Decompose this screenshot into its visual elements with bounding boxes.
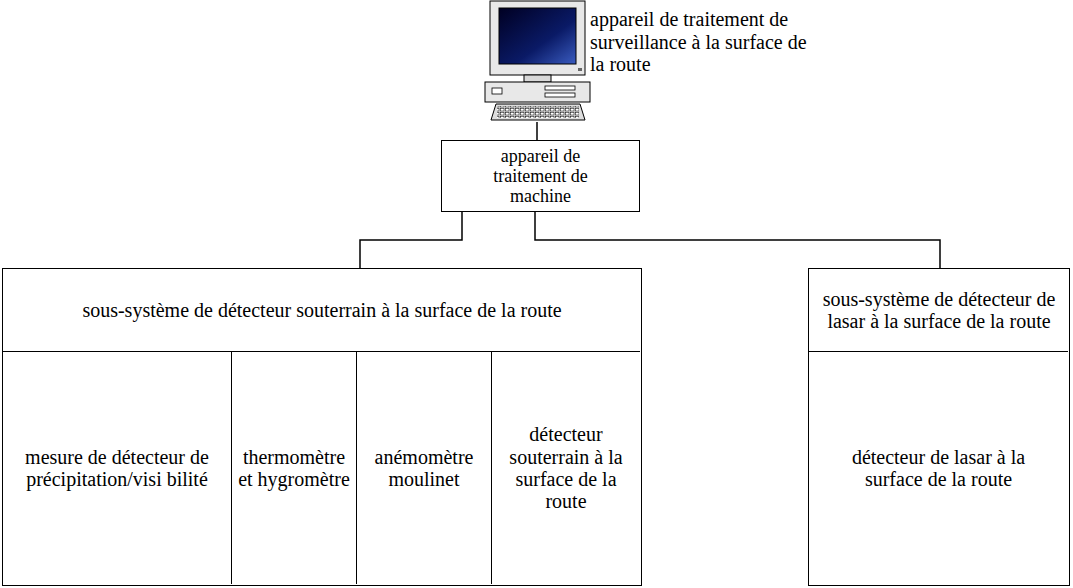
process-box: appareil de traitement de machine [441, 140, 640, 212]
text-area: appareil de traitement de machine [442, 141, 639, 211]
node-label: appareil de traitement de surveillance à… [590, 8, 815, 75]
text-area: détecteur de lasar à la surface de la ro… [809, 352, 1068, 584]
subsystem-box: sous-système de détecteur souterrain à l… [2, 268, 642, 586]
box-label: anémomètre moulinet [363, 446, 485, 491]
text-area: appareil de traitement de surveillance à… [590, 2, 815, 82]
sensor-cell: détecteur de lasar à la surface de la ro… [809, 351, 1068, 584]
sensor-cell: thermomètre et hygromètre [231, 351, 356, 584]
box-label: thermomètre et hygromètre [238, 446, 350, 491]
sensor-cell: anémomètre moulinet [356, 351, 491, 584]
text-area: mesure de détecteur de précipitation/vis… [3, 352, 231, 584]
box-label: mesure de détecteur de précipitation/vis… [21, 446, 213, 491]
sensor-cell: détecteur souterrain à la surface de la … [491, 351, 640, 584]
subsystem-box: sous-système de détecteur de lasar à la … [808, 268, 1070, 586]
text-area: anémomètre moulinet [357, 352, 491, 584]
box-label: détecteur souterrain à la surface de la … [500, 423, 632, 513]
connector-line [535, 212, 940, 268]
text-area: thermomètre et hygromètre [232, 352, 356, 584]
text-area: sous-système de détecteur de lasar à la … [809, 269, 1069, 351]
text-area: sous-système de détecteur souterrain à l… [3, 269, 641, 351]
box-label: appareil de traitement de machine [470, 146, 611, 206]
connector-line [360, 212, 462, 268]
box-label: sous-système de détecteur de lasar à la … [819, 288, 1059, 333]
computer-icon [485, 1, 590, 120]
computer-node: appareil de traitement de surveillance à… [480, 0, 815, 122]
box-label: sous-système de détecteur souterrain à l… [82, 299, 561, 321]
text-area: détecteur souterrain à la surface de la … [492, 352, 640, 584]
connector-line [536, 122, 538, 140]
sensor-cell: mesure de détecteur de précipitation/vis… [3, 351, 231, 584]
box-label: détecteur de lasar à la surface de la ro… [821, 446, 1056, 491]
